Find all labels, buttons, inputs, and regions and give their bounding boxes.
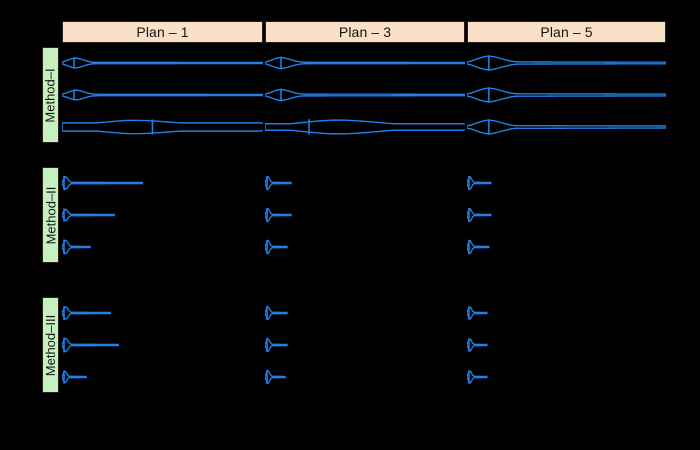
violin-canvas [467,55,666,135]
violin-3 [62,119,263,135]
panel-method-ii-plan-5 [467,167,666,263]
violin-1 [467,306,488,320]
violin-3 [62,370,87,384]
row-strip-label: Method–II [43,186,59,244]
violin-2 [62,208,115,222]
violin-1 [467,55,666,71]
violin-1 [62,175,144,191]
column-strip-label: Plan – 1 [136,24,189,40]
column-strip-plan-5: Plan – 5 [467,21,666,43]
violin-3 [62,239,91,255]
row-strip-method-ii: Method–II [42,167,59,263]
violin-1 [62,57,263,69]
panel-method-i-plan-3 [265,47,465,143]
panel-method-iii-plan-1 [62,297,263,393]
panel-method-i-plan-1 [62,47,263,143]
row-strip-method-iii: Method–III [42,297,59,393]
violin-canvas [265,305,288,385]
violin-2 [467,87,666,103]
violin-2 [467,338,488,352]
violin-2 [62,337,119,353]
violin-2 [265,88,465,102]
violin-2 [265,338,288,352]
panel-method-iii-plan-3 [265,297,465,393]
column-strip-label: Plan – 5 [540,24,593,40]
violin-canvas [265,56,465,135]
panel-method-i-plan-5 [467,47,666,143]
violin-3 [467,370,488,384]
violin-2 [467,208,492,222]
violin-3 [467,239,490,255]
violin-2 [265,208,292,222]
violin-canvas [62,175,144,255]
row-strip-label: Method–I [43,67,59,123]
violin-3 [265,370,286,384]
row-strip-label: Method–III [43,314,58,376]
violin-canvas [265,175,292,255]
violin-canvas [62,305,119,384]
violin-canvas [467,306,488,384]
column-strip-plan-3: Plan – 3 [265,21,465,43]
panel-method-ii-plan-1 [62,167,263,263]
violin-3 [265,239,288,255]
row-strip-method-i: Method–I [42,47,59,143]
column-strip-label: Plan – 3 [338,24,392,40]
violin-3 [467,119,666,135]
violin-1 [265,56,465,70]
violin-2 [62,89,263,101]
violin-1 [467,176,492,190]
column-strip-plan-1: Plan – 1 [62,21,263,43]
panel-method-iii-plan-5 [467,297,666,393]
violin-3 [265,119,465,135]
violin-canvas [467,175,492,255]
violin-1 [265,306,288,320]
panel-method-ii-plan-3 [265,167,465,263]
violin-1 [265,176,292,190]
violin-canvas [62,57,263,135]
violin-1 [62,306,111,320]
